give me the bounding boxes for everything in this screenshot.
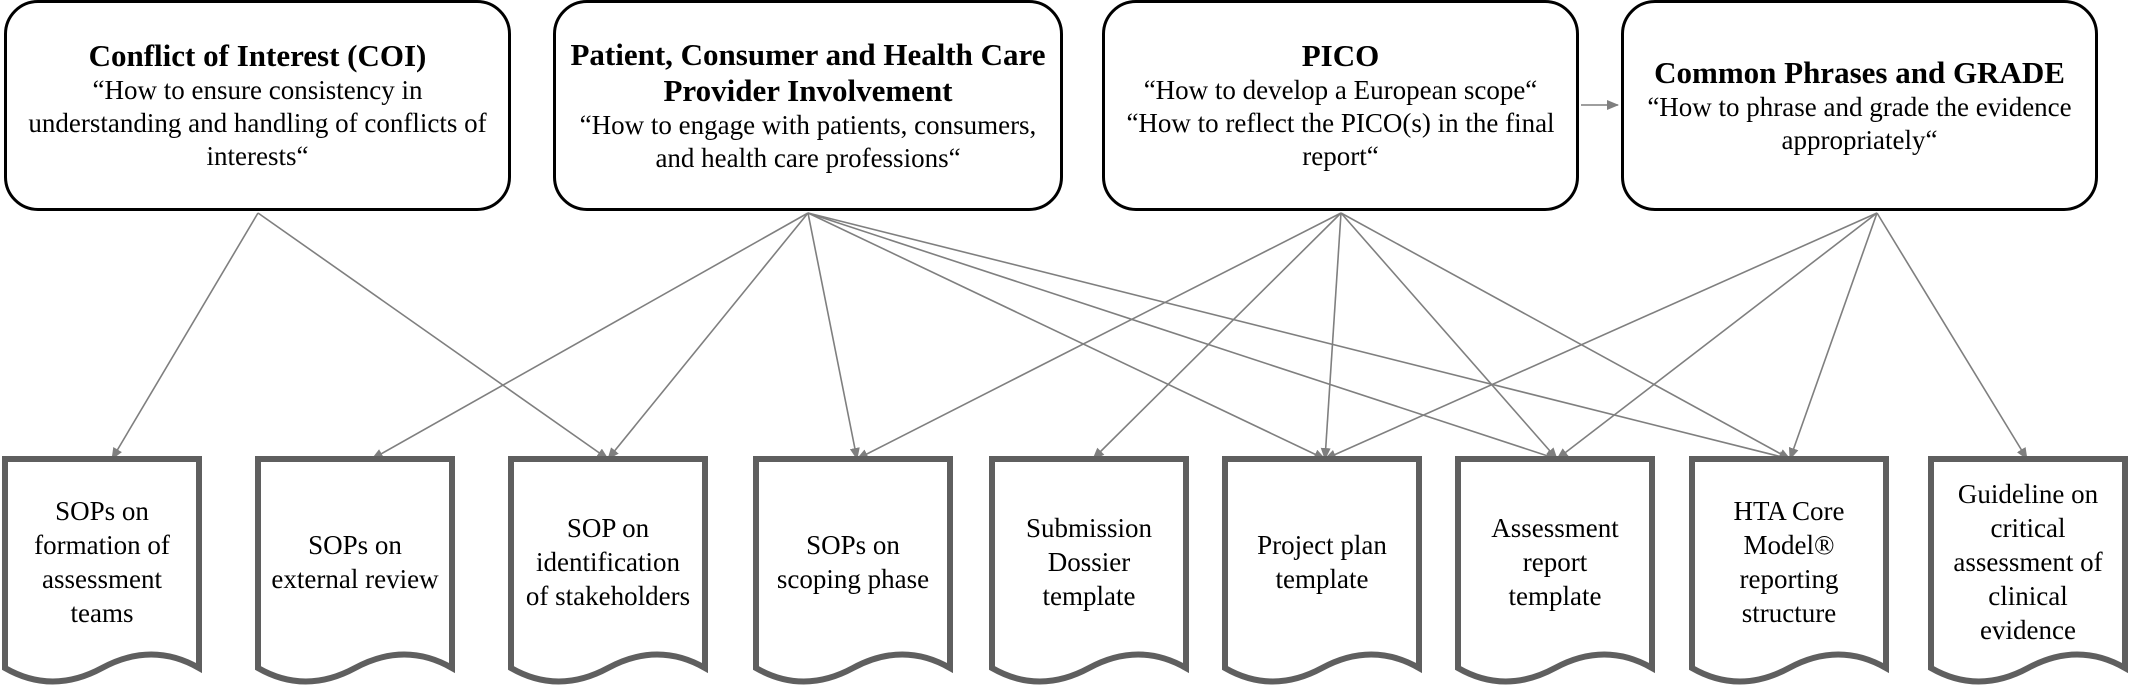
box-subtitle: “How to develop a European scope“ “How t… xyxy=(1126,75,1555,171)
connector-arrow xyxy=(1876,212,2028,460)
document-label: Guideline on critical assessment of clin… xyxy=(1953,479,2103,645)
box-title: Patient, Consumer and Health Care Provid… xyxy=(570,36,1046,108)
connector-arrow xyxy=(807,212,860,460)
box-conflict-of-interest: Conflict of Interest (COI) “How to ensur… xyxy=(4,0,511,211)
document-label: SOPs on scoping phase xyxy=(776,530,930,594)
doc-external-review: SOPs on external review xyxy=(255,456,455,697)
connector-arrow xyxy=(1092,212,1342,460)
connector-arrow xyxy=(856,212,1342,460)
document-shape xyxy=(2,456,202,685)
document-shape xyxy=(1928,456,2128,685)
doc-scoping-phase: SOPs on scoping phase xyxy=(753,456,953,697)
document-shape xyxy=(1689,456,1889,685)
connector-arrow xyxy=(371,212,809,460)
box-subtitle: “How to ensure consistency in understand… xyxy=(28,75,487,171)
document-shape xyxy=(1455,456,1655,685)
box-pico: PICO “How to develop a European scope“ “… xyxy=(1102,0,1579,211)
doc-guideline-critical-assessment: Guideline on critical assessment of clin… xyxy=(1928,456,2128,697)
connector-arrow xyxy=(1340,212,1558,460)
box-title: PICO xyxy=(1301,38,1380,73)
document-label: SOPs on formation of assessment teams xyxy=(34,496,170,628)
document-label: SOPs on external review xyxy=(271,530,439,594)
connector-arrow xyxy=(807,212,1558,461)
doc-project-plan: Project plan template xyxy=(1222,456,1422,697)
document-shape xyxy=(508,456,708,685)
doc-formation-assessment-teams: SOPs on formation of assessment teams xyxy=(2,456,202,697)
document-label: HTA Core Model® reporting structure xyxy=(1733,496,1845,628)
doc-submission-dossier: Submission Dossier template xyxy=(989,456,1189,697)
connector-arrow xyxy=(1324,212,1878,460)
connector-arrow xyxy=(807,212,1791,462)
document-label: Project plan template xyxy=(1257,530,1387,594)
box-title: Conflict of Interest (COI) xyxy=(88,38,427,73)
box-subtitle: “How to engage with patients, consumers,… xyxy=(579,109,1037,173)
document-shape xyxy=(753,456,953,685)
box-common-phrases-grade: Common Phrases and GRADE “How to phrase … xyxy=(1621,0,2098,211)
document-label: Assessment report template xyxy=(1491,513,1619,611)
box-subtitle: “How to phrase and grade the evidence ap… xyxy=(1647,91,2072,155)
doc-assessment-report: Assessment report template xyxy=(1455,456,1655,697)
connector-arrow xyxy=(111,212,259,460)
connector-arrow xyxy=(1340,212,1791,460)
connector-arrow xyxy=(607,212,809,460)
doc-hta-core-model: HTA Core Model® reporting structure xyxy=(1689,456,1889,697)
doc-identification-stakeholders: SOP on identification of stakeholders xyxy=(508,456,708,697)
connector-arrow xyxy=(257,212,609,460)
document-label: SOP on identification of stakeholders xyxy=(525,513,691,611)
box-title: Common Phrases and GRADE xyxy=(1654,54,2065,90)
box-patient-involvement: Patient, Consumer and Health Care Provid… xyxy=(553,0,1063,211)
connector-arrow xyxy=(1556,212,1878,460)
connector-arrow xyxy=(1320,212,1342,460)
document-label: Submission Dossier template xyxy=(1025,513,1153,611)
document-shape xyxy=(255,456,455,685)
document-shape xyxy=(989,456,1189,685)
connector-arrow xyxy=(1788,212,1878,460)
document-shape xyxy=(1222,456,1422,685)
connector-arrow xyxy=(807,212,1326,460)
